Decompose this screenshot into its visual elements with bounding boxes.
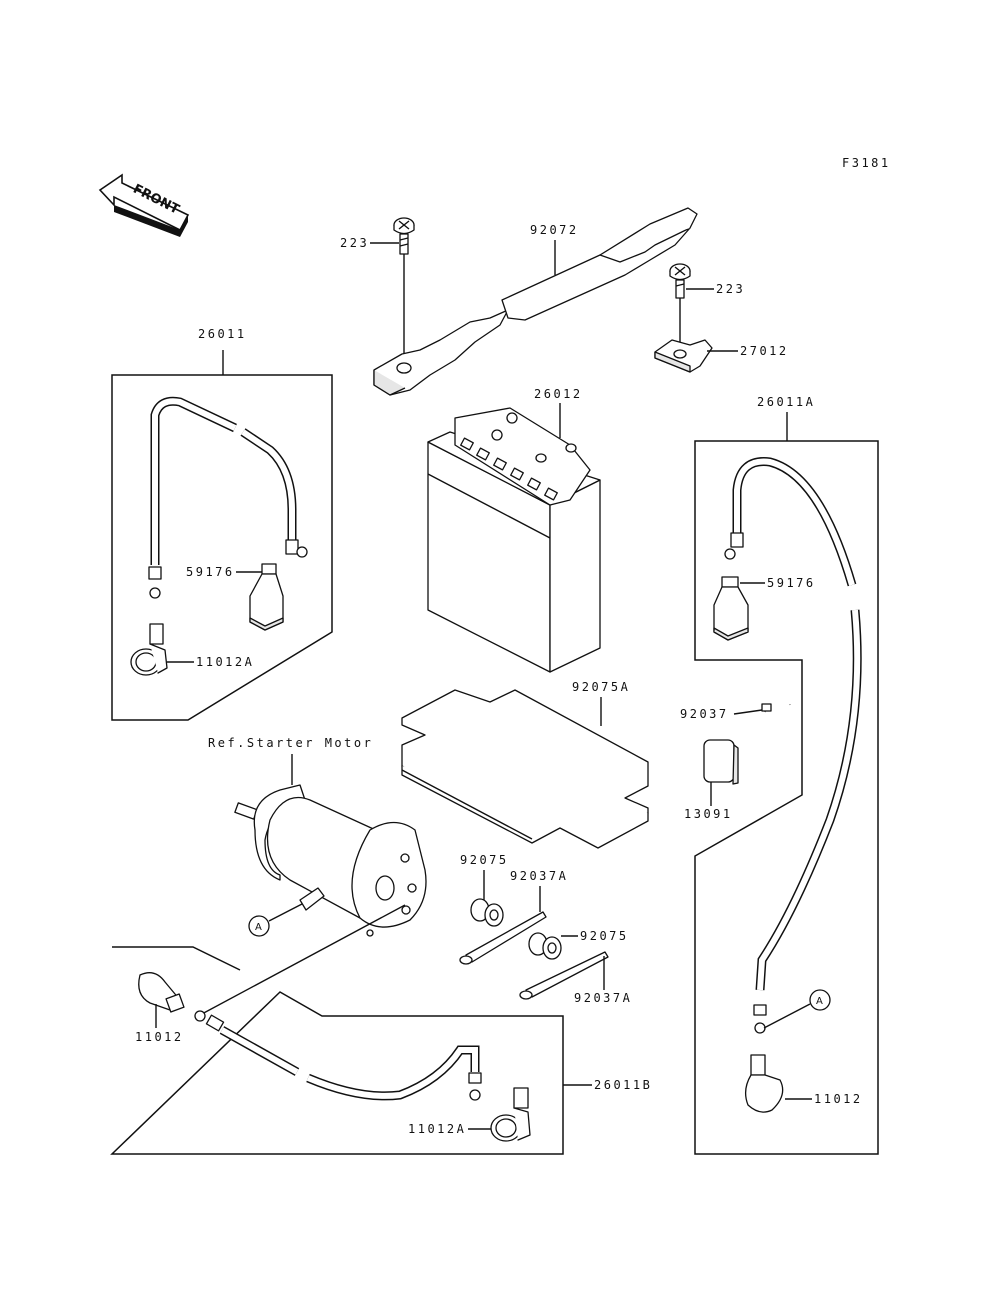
marker-a-right: A [763,989,831,1029]
label-cable-right: 26011A [757,395,815,409]
part-bracket[interactable] [654,339,713,373]
label-boot-left: 11012A [196,655,254,669]
part-boot-bottom-left[interactable] [138,972,185,1013]
label-cable-bottom: 26011B [594,1078,652,1092]
label-battery: 26012 [534,387,583,401]
part-battery[interactable] [427,407,601,673]
label-damper-1: 92075 [460,853,509,867]
group-cable-26011A [694,440,879,1155]
ref-starter-motor [234,784,427,937]
marker-a-left: A [248,903,303,937]
part-cap[interactable] [703,739,739,785]
label-screw-left: 223 [340,236,369,250]
label-cable-left: 26011 [198,327,247,341]
part-screw-left[interactable] [393,217,415,362]
label-boot-bottom-right: 11012A [408,1122,466,1136]
part-boot-bottom-right[interactable] [490,1087,531,1142]
marker-a-left-label: A [255,922,262,933]
part-boot-right[interactable] [744,1054,784,1113]
part-boot-left[interactable] [130,623,168,676]
label-strap: 92072 [530,223,579,237]
label-cover-right: 59176 [767,576,816,590]
part-damper-1[interactable] [470,898,504,927]
label-boot-right: 11012 [814,1092,863,1106]
figure-code: F3181 [842,156,891,170]
label-screw-right: 223 [716,282,745,296]
label-band-1: 92037A [510,869,568,883]
part-cable-bottom[interactable] [194,1010,482,1101]
label-clamp: 92037 [680,707,729,721]
part-strap[interactable] [373,207,698,396]
label-boot-bottom-left: 11012 [135,1030,184,1044]
label-pad: 92075A [572,680,630,694]
part-screw-right[interactable] [669,263,691,352]
part-pad[interactable] [401,689,649,849]
part-cable-left[interactable] [148,396,308,599]
label-band-2: 92037A [574,991,632,1005]
part-damper-2[interactable] [528,932,562,960]
part-band-2[interactable] [519,951,609,1000]
part-cover-left[interactable] [249,563,284,631]
label-cap: 13091 [684,807,733,821]
label-cover-left: 59176 [186,565,235,579]
part-band-1[interactable] [459,911,547,965]
group-cable-26011 [111,350,333,721]
label-damper-2: 92075 [580,929,629,943]
part-cable-right[interactable] [724,457,862,1034]
part-cover-right[interactable] [713,576,749,641]
marker-a-right-label: A [816,996,823,1007]
front-arrow-icon: FRONT [98,173,190,237]
reference-note-starter-motor: Ref.Starter Motor [208,736,373,750]
label-bracket: 27012 [740,344,789,358]
part-clamp[interactable] [754,703,794,757]
